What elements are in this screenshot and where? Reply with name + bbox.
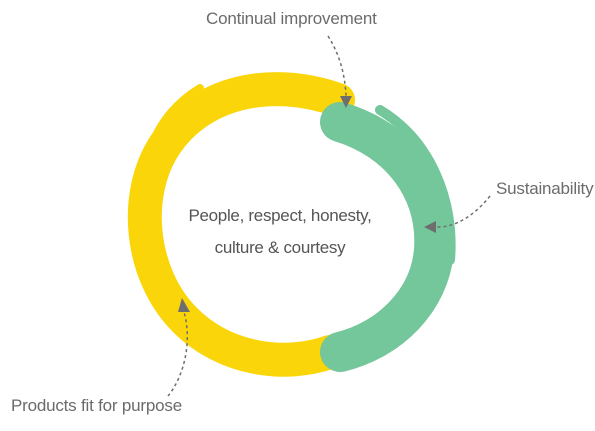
- center-text: People, respect, honesty, culture & cour…: [175, 200, 385, 264]
- center-text-line-2: culture & courtesy: [214, 238, 346, 257]
- label-continual-improvement: Continual improvement: [206, 9, 377, 28]
- arrow-sustainability: [424, 195, 491, 233]
- label-sustainability: Sustainability: [496, 179, 594, 198]
- green-arc: [320, 102, 456, 372]
- arrow-continual-improvement: [327, 35, 352, 108]
- yellow-arc: [127, 72, 355, 377]
- arrow-products: [167, 298, 190, 397]
- label-products-fit-for-purpose: Products fit for purpose: [11, 396, 182, 415]
- center-text-line-1: People, respect, honesty,: [188, 206, 372, 225]
